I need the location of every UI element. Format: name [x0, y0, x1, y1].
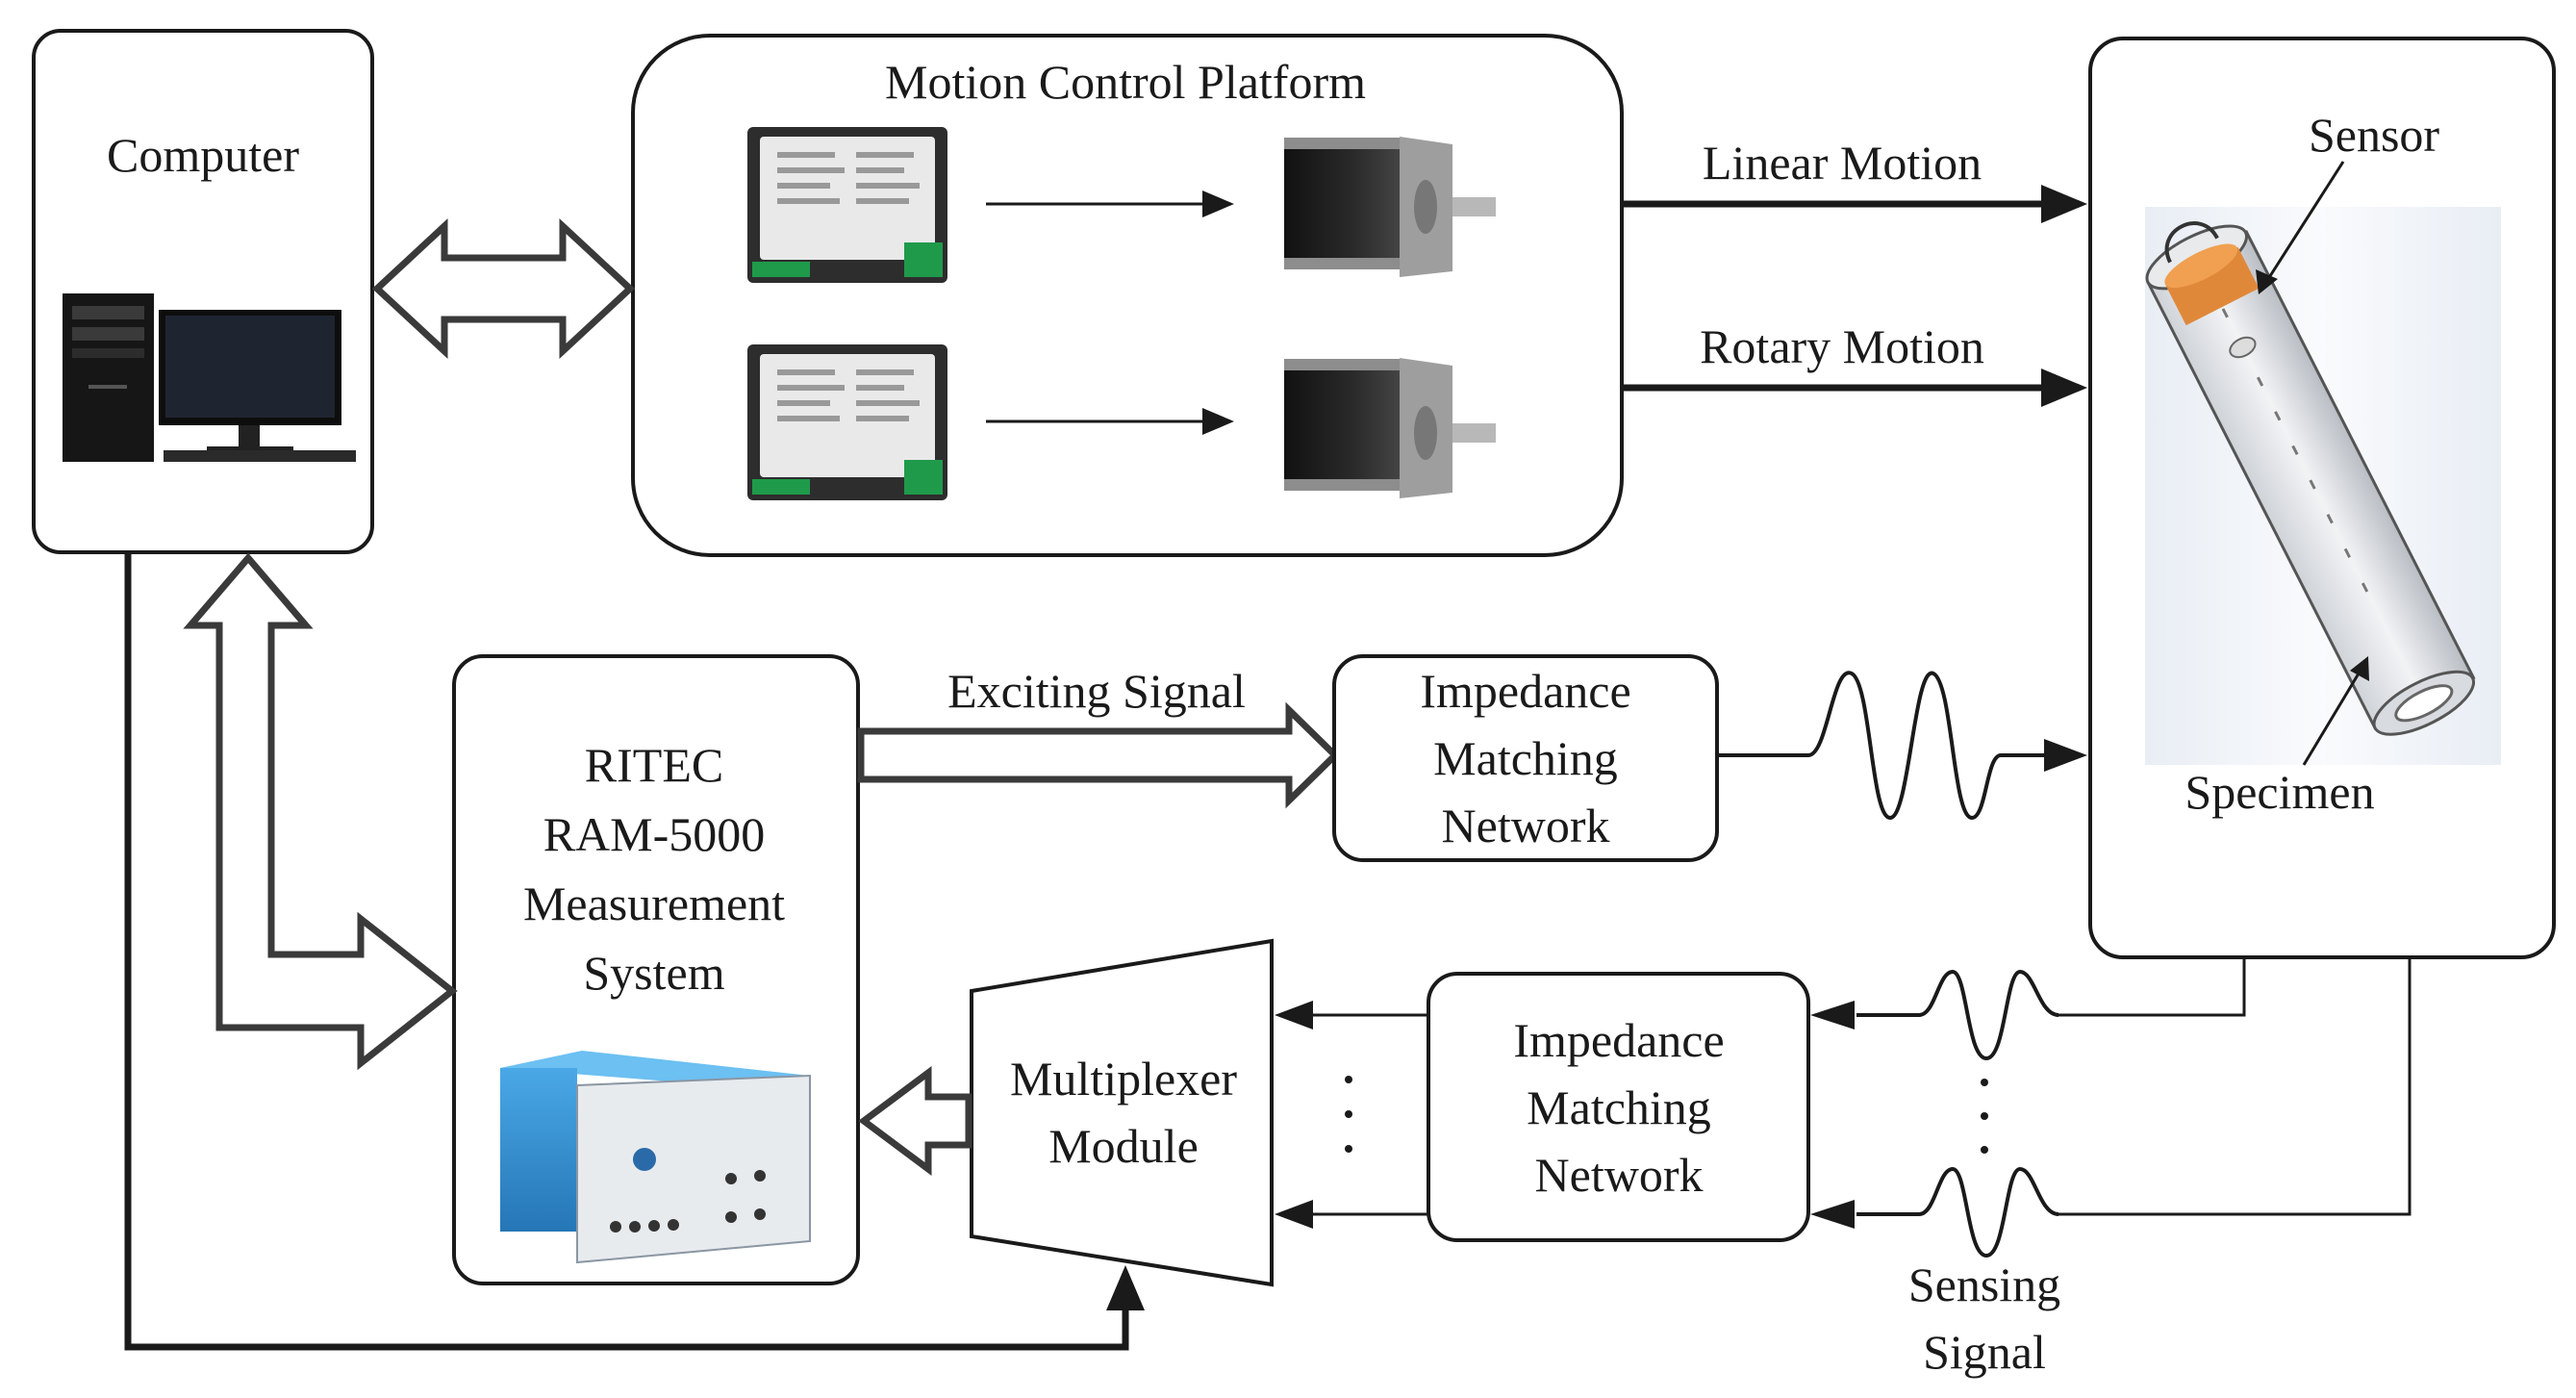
bidirectional-arrow — [371, 217, 636, 360]
desktop-computer-icon — [63, 293, 356, 462]
sensing-signal-line-2: Signal — [1923, 1325, 2046, 1379]
rotary-motion-arrow: Rotary Motion — [1622, 319, 2087, 407]
motion-platform-title: Motion Control Platform — [885, 55, 1366, 109]
impedance-top-line-3: Network — [1442, 799, 1610, 852]
impedance-top-line-2: Matching — [1433, 731, 1618, 785]
ritec-line-3: Measurement — [523, 877, 785, 930]
computer-block: Computer — [32, 29, 374, 554]
rotary-motion-label: Rotary Motion — [1700, 319, 1984, 373]
motor-driver-board-icon — [747, 344, 947, 500]
multiplexer-line-2: Module — [1048, 1119, 1199, 1173]
stepper-motor-icon — [1284, 137, 1496, 277]
ritec-line-1: RITEC — [585, 738, 723, 792]
ritec-measurement-system: RITEC RAM-5000 Measurement System — [452, 654, 860, 1285]
impedance-bottom-line-1: Impedance — [1513, 1013, 1724, 1067]
specimen-label: Specimen — [2185, 765, 2374, 819]
motor-driver-board-icon — [747, 127, 947, 283]
impedance-network-top: Impedance Matching Network — [1332, 654, 1719, 862]
computer-label: Computer — [107, 128, 299, 182]
motion-control-platform: Motion Control Platform — [631, 34, 1624, 557]
exciting-signal-label: Exciting Signal — [947, 664, 1246, 718]
multiplexer-to-ritec-arrow — [858, 1066, 972, 1176]
linear-motion-label: Linear Motion — [1703, 136, 1982, 190]
stepper-motor-icon — [1284, 358, 1496, 498]
computer-ritec-arrow — [183, 552, 458, 1071]
measurement-instrument-icon — [500, 1051, 811, 1264]
exciting-signal-arrow: Exciting Signal — [857, 664, 1341, 809]
impedance-bottom-line-2: Matching — [1527, 1080, 1711, 1134]
sensing-signal-line-1: Sensing — [1908, 1258, 2060, 1311]
sensing-wave-lines — [1810, 957, 2412, 1258]
channel-lines-left — [1275, 1001, 1428, 1229]
impedance-bottom-line-3: Network — [1535, 1148, 1704, 1202]
specimen-block: Sensor Specimen — [2088, 37, 2556, 959]
multiplexer-line-1: Multiplexer — [1010, 1052, 1237, 1106]
sensor-label: Sensor — [2309, 108, 2439, 162]
ritec-line-2: RAM-5000 — [543, 807, 766, 861]
impedance-network-bottom: Impedance Matching Network — [1427, 972, 1810, 1242]
impedance-top-line-1: Impedance — [1420, 664, 1630, 718]
computer-to-multiplexer-line — [124, 552, 1145, 1351]
ritec-line-4: System — [583, 946, 724, 1000]
excitation-wave — [1717, 671, 2087, 821]
linear-motion-arrow: Linear Motion — [1622, 136, 2087, 223]
multiplexer-module: Multiplexer Module — [970, 938, 1274, 1287]
tube-specimen-icon — [2145, 221, 2476, 736]
